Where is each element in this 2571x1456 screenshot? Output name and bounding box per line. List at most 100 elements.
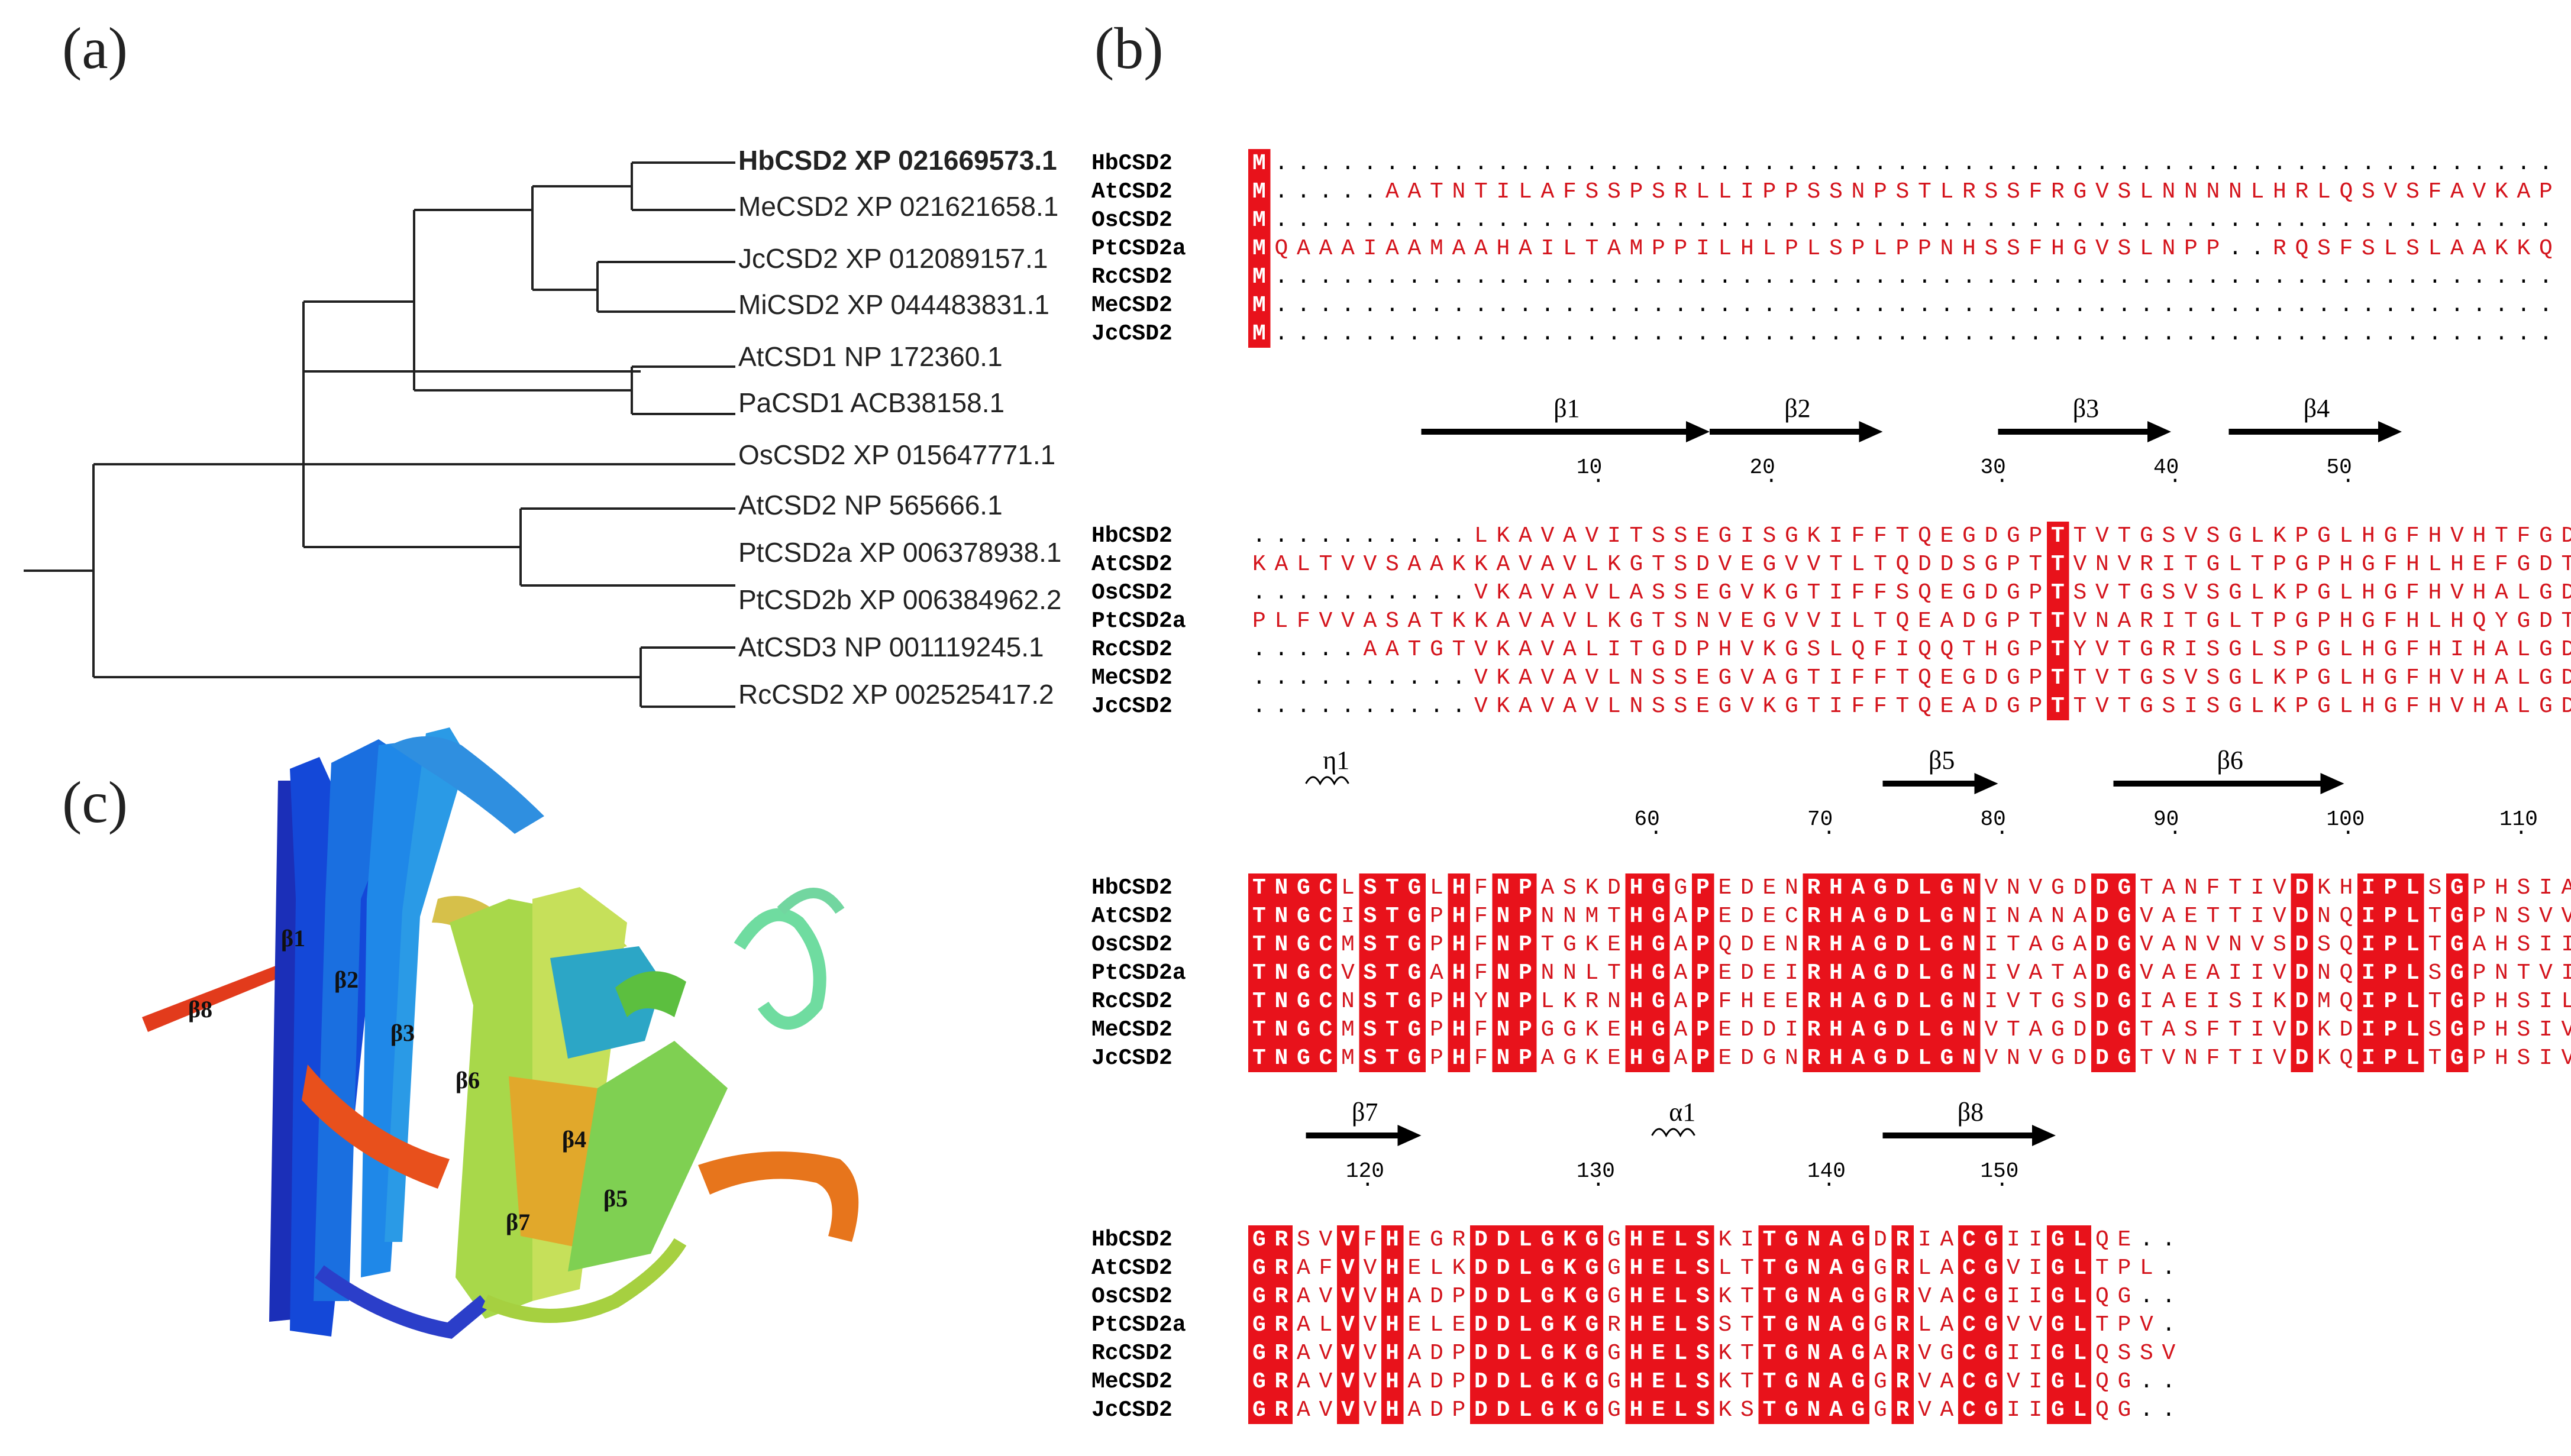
residue: . [1341, 179, 1355, 205]
residue: L [1918, 1312, 1932, 1338]
residue: S [1674, 552, 1688, 577]
residue: . [1319, 264, 1333, 290]
residue: . [1341, 665, 1355, 691]
residue: G [2450, 1017, 2464, 1043]
conserved-cell [1270, 930, 1293, 959]
residue: P [1430, 932, 1443, 957]
conserved-cell [2047, 635, 2069, 664]
residue: L [1918, 1046, 1932, 1071]
residue: H [2428, 694, 2442, 719]
residue: A [1940, 1256, 1954, 1281]
residue: P [1452, 1397, 1466, 1423]
residue: V [1541, 665, 1555, 691]
residue: P [1852, 236, 1865, 261]
conserved-cell [1403, 959, 1426, 987]
residue: . [2406, 264, 2420, 290]
residue: G [1585, 1227, 1599, 1253]
residue: A [1829, 1341, 1843, 1366]
conserved-cell [2113, 873, 2136, 902]
conserved-cell [1958, 902, 1981, 930]
residue: . [1319, 523, 1333, 549]
residue: . [1674, 151, 1688, 176]
residue: Q [1275, 236, 1288, 261]
residue: P [2384, 904, 2398, 929]
residue: . [1674, 264, 1688, 290]
residue: . [2184, 151, 2198, 176]
residue: M [1252, 236, 1266, 261]
residue: G [1785, 1312, 1798, 1338]
residue: . [1275, 637, 1288, 662]
residue: F [2340, 236, 2353, 261]
residue: G [2051, 1046, 2065, 1071]
residue: G [2118, 1369, 2131, 1394]
conserved-cell [1803, 1339, 1825, 1367]
residue: L [2406, 932, 2420, 957]
residue: N [2495, 960, 2508, 986]
residue: G [2384, 580, 2398, 606]
conserved-cell [2379, 1015, 2402, 1044]
conserved-cell [1559, 1254, 1581, 1282]
residue: T [2428, 1046, 2442, 1071]
residue: R [1607, 1312, 1621, 1338]
residue: P [1696, 1046, 1710, 1071]
residue: T [2228, 1017, 2242, 1043]
conserved-cell [1359, 873, 1381, 902]
residue: H [1630, 1017, 1643, 1043]
conserved-cell [1936, 959, 1958, 987]
residue: G [1940, 904, 1954, 929]
residue: A [1852, 904, 1865, 929]
sequence-name: PtCSD2a [1091, 1312, 1186, 1338]
residue: A [2029, 932, 2043, 957]
residue: G [1541, 1341, 1555, 1366]
residue: . [1607, 264, 1621, 290]
residue: D [2095, 1017, 2109, 1043]
residue: N [1275, 1046, 1288, 1071]
residue: G [2207, 552, 2220, 577]
residue: G [1607, 1397, 1621, 1423]
residue: A [1563, 694, 1577, 719]
conserved-cell [1381, 1044, 1404, 1072]
residue: I [2539, 875, 2553, 901]
residue: E [1607, 1046, 1621, 1071]
conserved-cell [1448, 902, 1470, 930]
strand-arrowhead [2320, 773, 2344, 794]
residue: P [1674, 236, 1688, 261]
residue: G [1940, 875, 1954, 901]
residue: L [2073, 1397, 2087, 1423]
residue: P [2007, 552, 2020, 577]
conserved-cell [2047, 1311, 2069, 1339]
residue: K [1585, 1046, 1599, 1071]
conserved-cell [1514, 1282, 1537, 1311]
residue: . [1385, 580, 1399, 606]
residue: G [2118, 1397, 2131, 1423]
conserved-cell [1514, 1339, 1537, 1367]
residue: . [1807, 293, 1821, 318]
residue: . [1297, 151, 1310, 176]
residue: . [1785, 321, 1798, 347]
residue: H [1630, 875, 1643, 901]
residue: K [1719, 1341, 1732, 1366]
residue: I [1829, 665, 1843, 691]
residue: E [1940, 694, 1954, 719]
conserved-cell [1293, 1015, 1315, 1044]
residue: E [1607, 932, 1621, 957]
residue: T [2051, 580, 2065, 606]
sequence-name: JcCSD2 [1091, 321, 1173, 347]
conserved-cell [1337, 1311, 1359, 1339]
residue: . [2228, 208, 2242, 233]
residue: L [1674, 1312, 1688, 1338]
residue: I [2184, 694, 2198, 719]
sequence-name: AtCSD2 [1091, 552, 1173, 577]
residue: I [2029, 1341, 2043, 1366]
residue: Y [2495, 609, 2508, 634]
conserved-cell [1825, 930, 1847, 959]
conserved-cell [1359, 987, 1381, 1015]
conserved-cell [1270, 1367, 1293, 1396]
residue: D [1740, 1046, 1754, 1071]
residue: P [1430, 1017, 1443, 1043]
residue: V [1341, 1227, 1355, 1253]
residue: A [2029, 904, 2043, 929]
residue: K [1585, 932, 1599, 957]
ruler-number: 60 [1635, 807, 1660, 831]
residue: N [2228, 179, 2242, 205]
